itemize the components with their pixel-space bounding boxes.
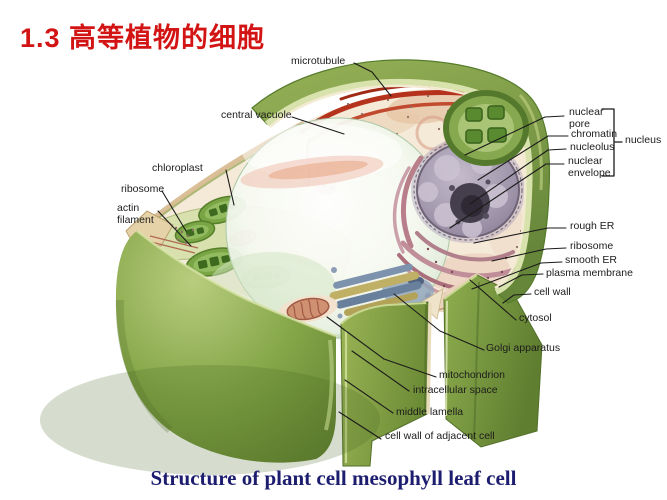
caption: Structure of plant cell mesophyll leaf c… [150, 466, 517, 490]
label-ribosome-left: ribosome [121, 183, 165, 195]
label-mitochondrion: mitochondrion [439, 369, 505, 381]
mitochondrion-graphic [278, 295, 338, 323]
label-adjacent-cell-wall: cell wall of adjacent cell [385, 430, 495, 442]
corner-chloroplast-graphic [443, 90, 529, 166]
cell-wall-dome-graphic [40, 230, 380, 475]
label-nucleus: nucleus [625, 134, 662, 146]
label-nuclear-pore: nuclear pore [569, 106, 604, 130]
label-nuclear-envelope: nuclear envelope [568, 155, 611, 179]
label-middle-lamella: middle lamella [396, 406, 464, 418]
label-microtubule: microtubule [291, 55, 346, 67]
page-title: 1.3 高等植物的细胞 [20, 23, 266, 53]
label-intracellular-space: intracellular space [413, 384, 498, 396]
label-rough-er: rough ER [570, 220, 615, 232]
label-chromatin: chromatin [571, 128, 618, 140]
label-chloroplast: chloroplast [152, 162, 203, 174]
leader-lines [157, 62, 623, 440]
nucleus-graphic [411, 137, 525, 243]
label-cell-wall: cell wall [534, 286, 571, 298]
label-cytosol: cytosol [519, 312, 552, 324]
label-smooth-er: smooth ER [565, 254, 617, 266]
label-nucleolus: nucleolus [570, 141, 615, 153]
label-golgi-apparatus: Golgi apparatus [486, 342, 561, 354]
nucleus-bracket [601, 108, 623, 177]
label-ribosome-right: ribosome [570, 240, 614, 252]
label-plasma-membrane: plasma membrane [546, 267, 633, 279]
label-actin-filament: actin filament [117, 202, 154, 226]
label-central-vacuole: central vacuole [221, 109, 292, 121]
cell-wall-band-graphic [251, 59, 551, 304]
